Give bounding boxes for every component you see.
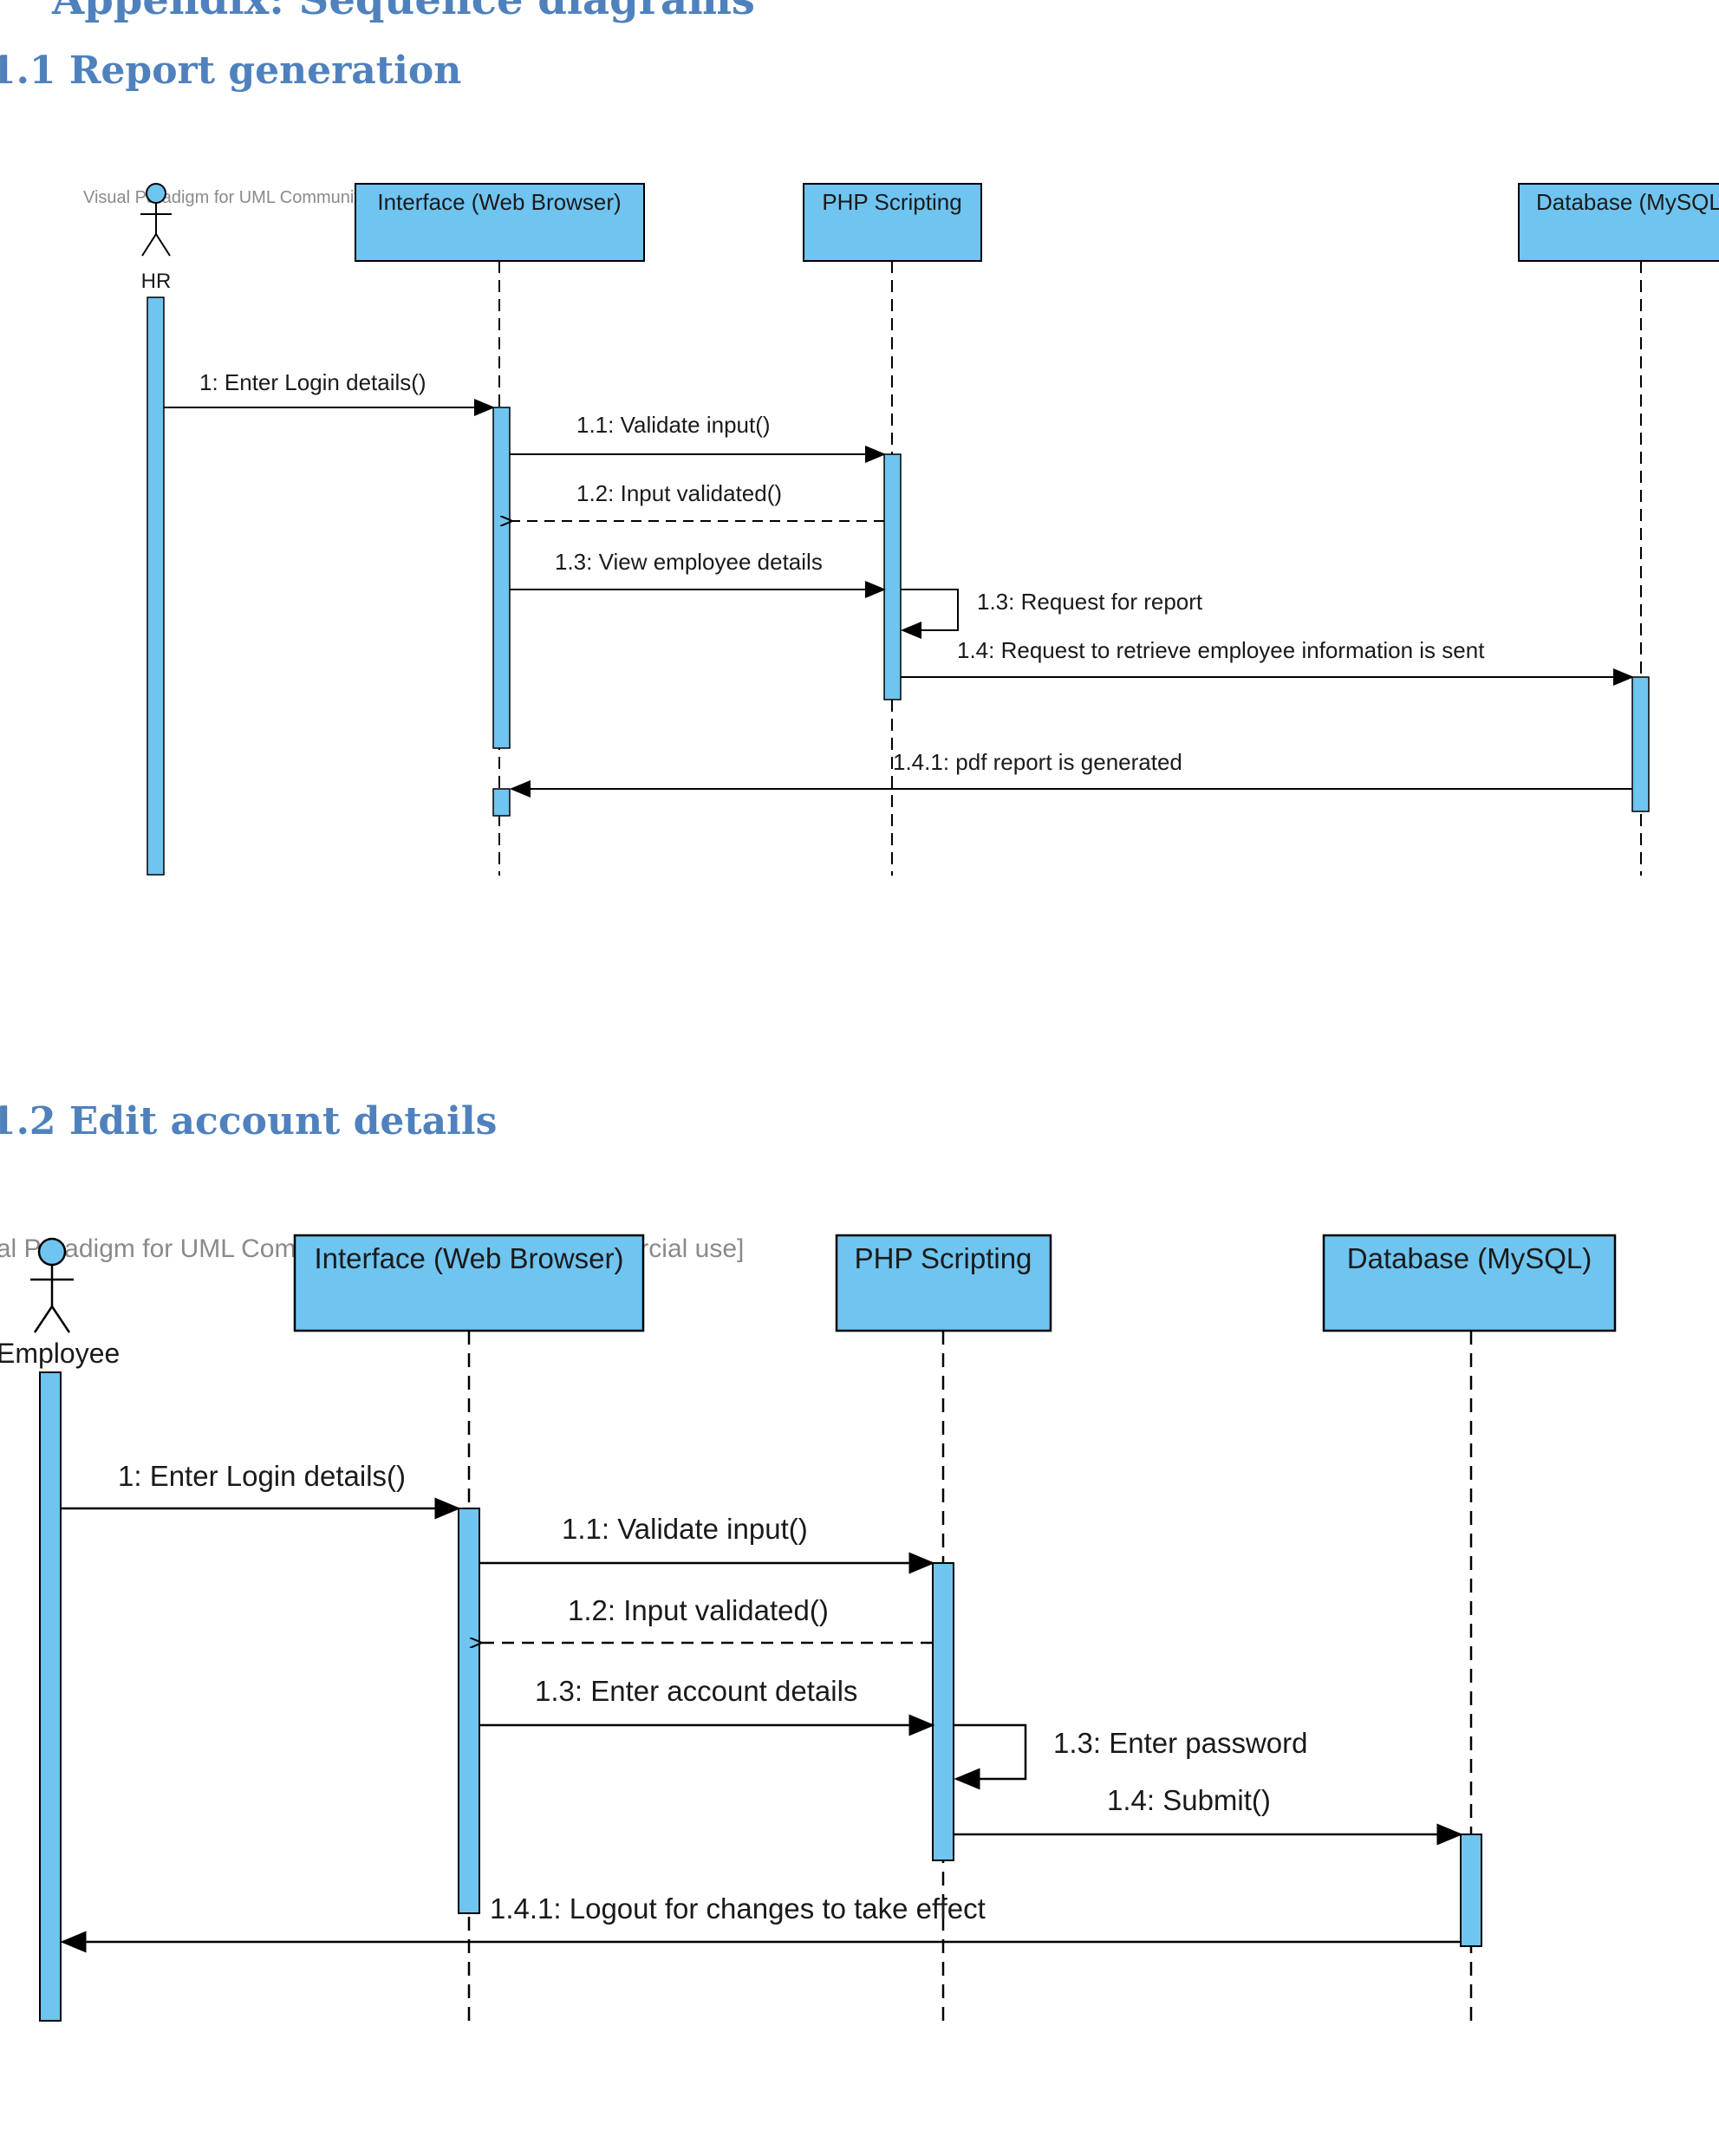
lifeline-box-php — [803, 183, 982, 262]
actor-head-icon — [146, 183, 166, 204]
actor-activation-bar — [39, 1371, 62, 2022]
actor-hr: HR — [140, 183, 172, 293]
message-label: 1.2: Input validated() — [568, 1594, 829, 1626]
lifeline-label-interface: Interface (Web Browser) — [314, 1242, 623, 1274]
lifeline-box-php — [835, 1234, 1052, 1332]
activation-bar — [883, 453, 902, 700]
message-label: 1.4.1: Logout for changes to take effect — [490, 1892, 986, 1925]
lifeline-label-php: PHP Scripting — [822, 189, 961, 215]
lifeline-box-interface — [293, 1234, 645, 1332]
lifeline-box-interface — [355, 183, 645, 262]
message-label: 1: Enter Login details() — [118, 1460, 406, 1492]
sequence-diagram-edit-account-details: Visual Paradigm for UML Community Editio… — [0, 1234, 1617, 2029]
message-label: 1.3: Request for report — [977, 589, 1203, 615]
section-heading-edit-account-details: 1.2 Edit account details — [0, 1099, 498, 1143]
actor-head-icon — [37, 1237, 67, 1267]
lifeline-label-database: Database (MySQL) — [1536, 189, 1719, 215]
lifeline-label-interface: Interface (Web Browser) — [377, 189, 621, 215]
lifeline-label-php: PHP Scripting — [855, 1242, 1032, 1274]
actor-label: Employee — [0, 1338, 120, 1369]
actor-employee: Employee — [0, 1237, 120, 1369]
section-heading-report-generation: 1.1 Report generation — [0, 49, 462, 93]
activation-bar — [1631, 676, 1650, 812]
activation-bar — [932, 1562, 954, 1861]
lifeline-box-database — [1518, 183, 1719, 262]
message-label: 1.4.1: pdf report is generated — [893, 749, 1182, 775]
activation-bar — [492, 788, 511, 817]
message-label: 1.4: Request to retrieve employee inform… — [957, 637, 1485, 663]
message-label: 1.3: Enter password — [1053, 1727, 1308, 1759]
self-message-arrow — [901, 589, 959, 639]
message-label: 1: Enter Login details() — [199, 369, 426, 395]
activation-bar — [458, 1508, 480, 1914]
lifeline-box-database — [1322, 1234, 1617, 1332]
sequence-diagram-report-generation: Visual Paradigm for UML Community Editio… — [83, 183, 1719, 876]
lifeline-label-database: Database (MySQL) — [1347, 1242, 1592, 1274]
actor-label: HR — [141, 270, 172, 293]
message-label: 1.4: Submit() — [1107, 1784, 1271, 1816]
message-label: 1.1: Validate input() — [562, 1513, 808, 1545]
activation-bar — [1460, 1834, 1482, 1947]
message-label: 1.1: Validate input() — [576, 412, 771, 438]
self-message-arrow — [954, 1723, 1027, 1790]
message-label: 1.3: View employee details — [555, 549, 823, 575]
activation-bar — [492, 407, 511, 749]
message-label: 1.2: Input validated() — [576, 480, 782, 506]
appendix-heading: Appendix: Sequence diagrams — [52, 0, 755, 24]
actor-activation-bar — [147, 296, 165, 876]
message-label: 1.3: Enter account details — [535, 1675, 857, 1707]
